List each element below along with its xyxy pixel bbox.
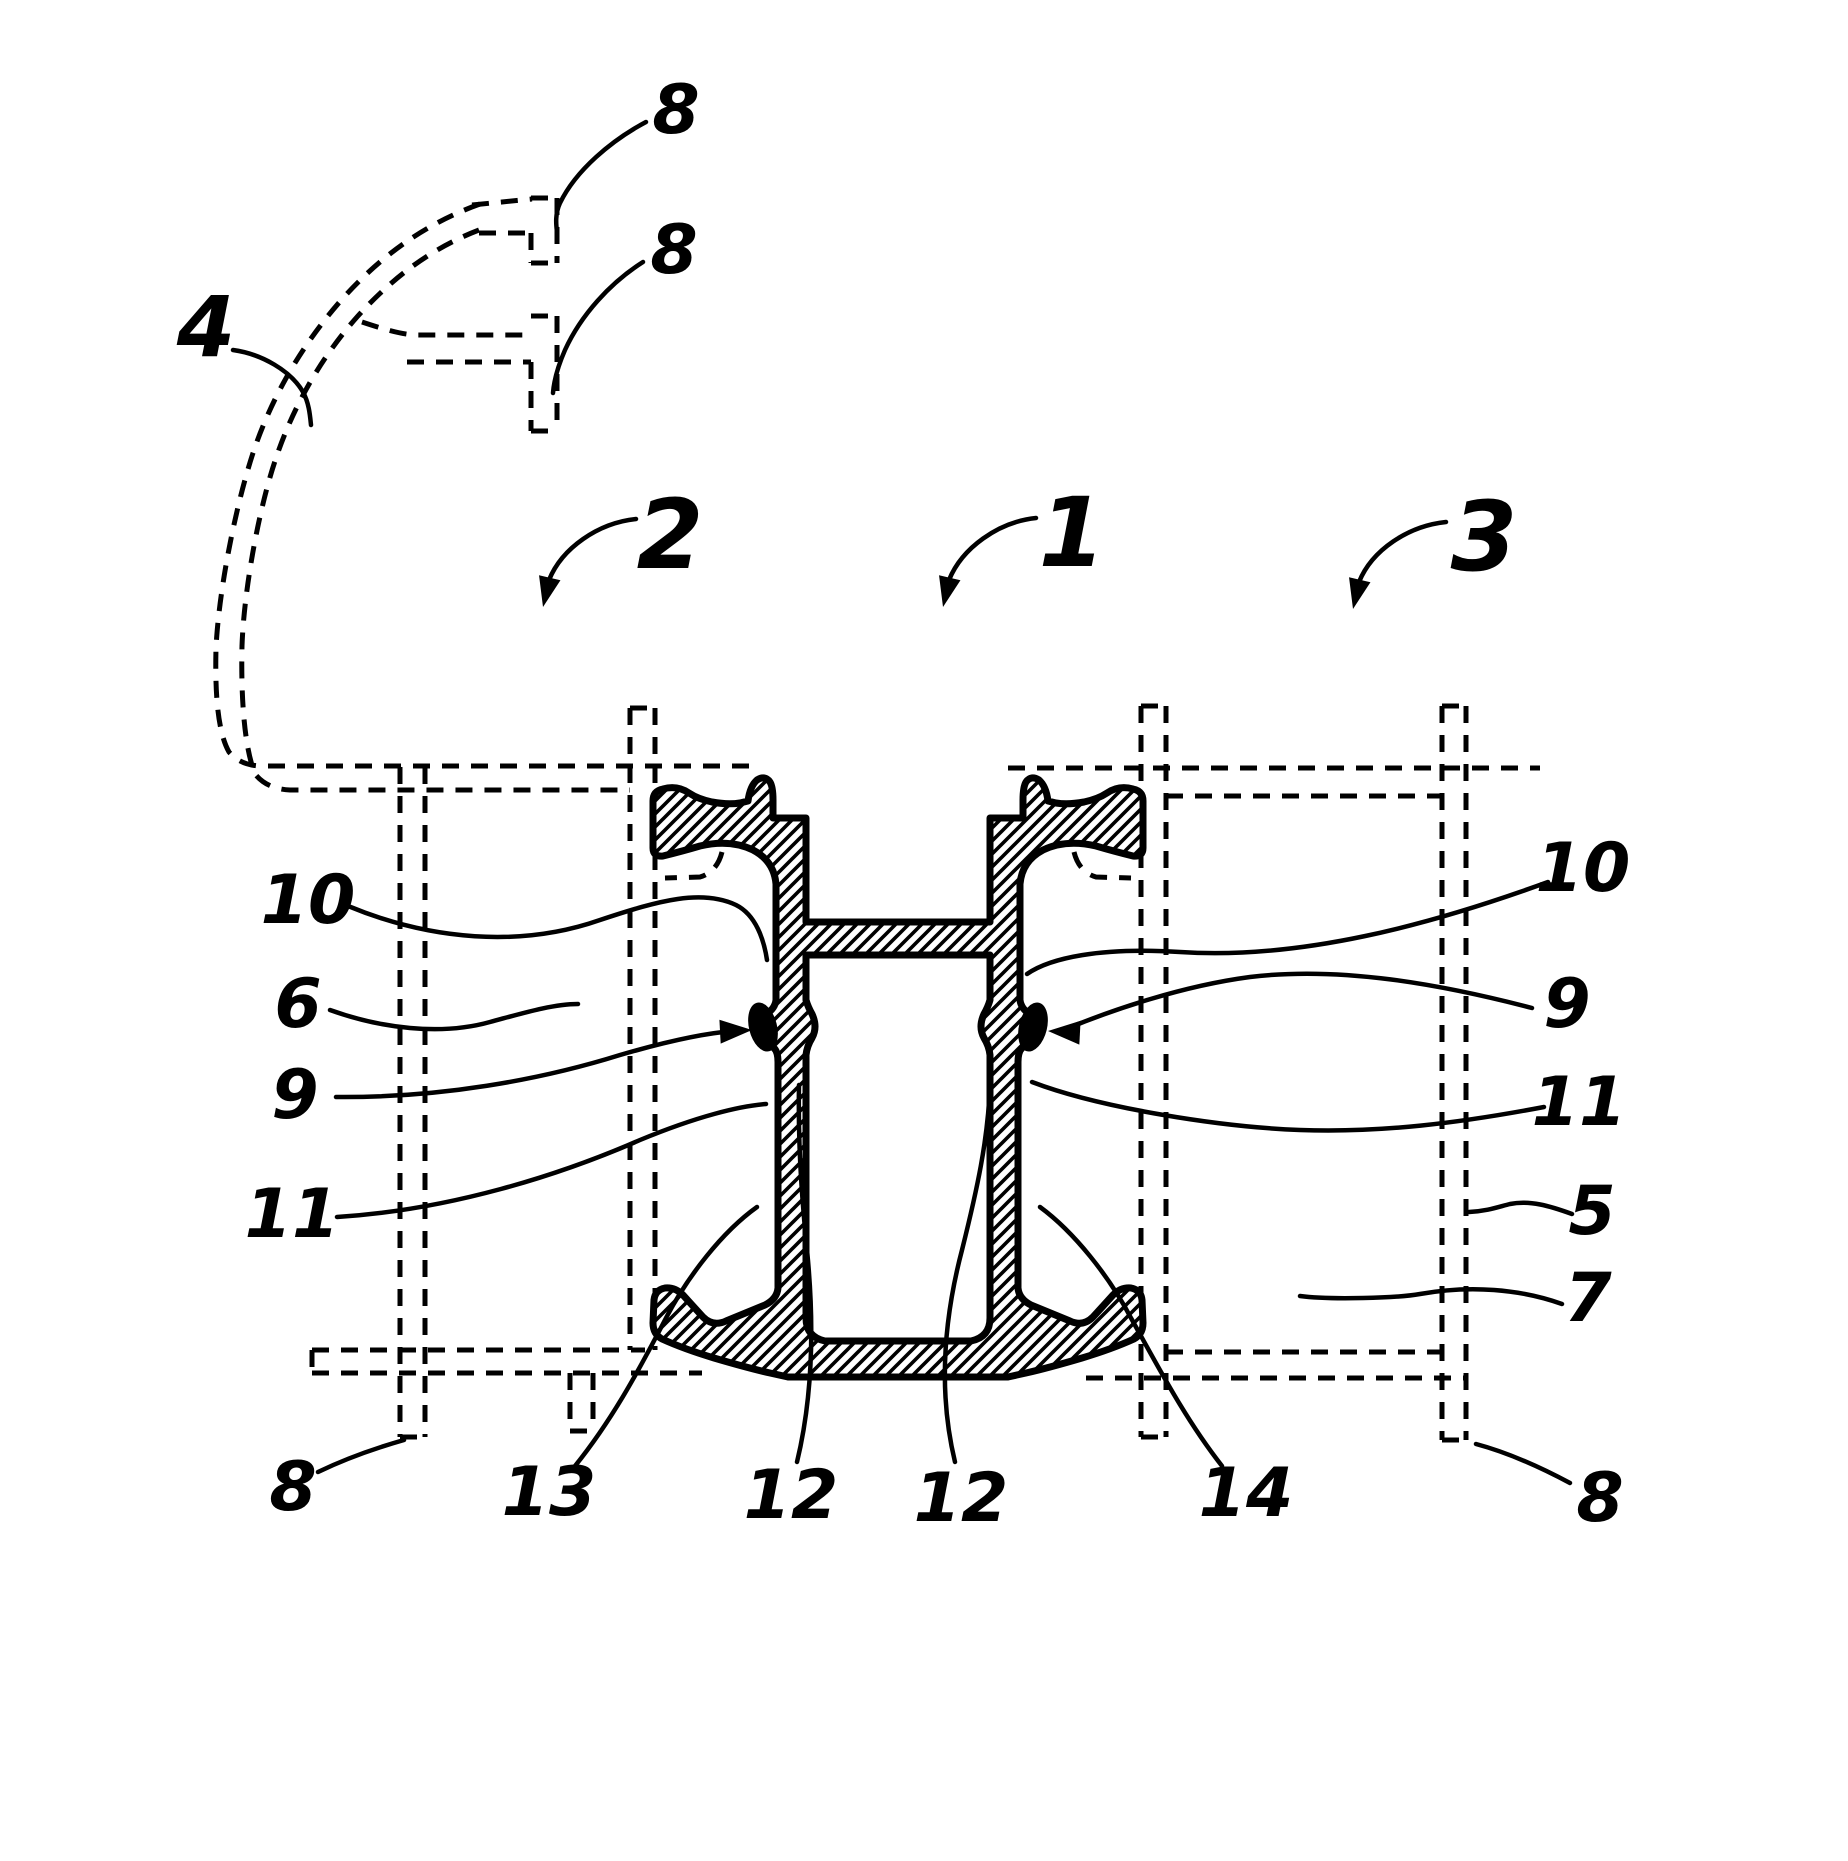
ref-label-3: 3 xyxy=(1451,481,1518,593)
ref-label-9-left: 9 xyxy=(271,1056,318,1135)
arrowhead-9-right xyxy=(1048,1020,1081,1045)
arrowhead-1 xyxy=(939,575,961,607)
seal-lip-left xyxy=(664,851,725,881)
ref-label-6: 6 xyxy=(274,965,321,1044)
ref-label-8-bottom-left: 8 xyxy=(269,1448,316,1527)
arrow-tail-1 xyxy=(946,515,1039,583)
leader-10-left xyxy=(345,895,770,963)
ref-label-11-left: 11 xyxy=(245,1175,340,1254)
ref-label-12-right: 12 xyxy=(914,1459,1009,1538)
reference-labels: 8 8 4 2 1 3 10 10 6 9 9 11 11 5 7 8 13 1… xyxy=(176,71,1631,1538)
right-frame-top xyxy=(1008,765,1540,799)
leader-7 xyxy=(1297,1287,1565,1307)
arrowhead-9-left xyxy=(719,1019,752,1044)
ref-label-14: 14 xyxy=(1199,1454,1294,1533)
leader-6 xyxy=(327,1001,581,1032)
ref-label-7: 7 xyxy=(1564,1259,1612,1338)
leader-13 xyxy=(572,1204,760,1469)
left-frame-left-wall xyxy=(397,767,428,1440)
arrow-tail-2 xyxy=(546,516,639,583)
bead-arm2 xyxy=(361,319,531,365)
ref-label-13: 13 xyxy=(502,1453,597,1532)
right-frame-bottom xyxy=(1086,1349,1466,1381)
ref-label-8-bottom-right: 8 xyxy=(1576,1459,1623,1538)
ref-label-8-top2: 8 xyxy=(650,211,697,290)
ref-label-10-left: 10 xyxy=(261,861,356,940)
bead-hook1 xyxy=(528,195,560,266)
leader-9-right xyxy=(1063,971,1535,1032)
ref-label-9-right: 9 xyxy=(1543,965,1590,1044)
leader-11-left xyxy=(334,1101,769,1220)
bead-arm1 xyxy=(471,196,533,236)
arrow-tail-3 xyxy=(1356,519,1449,585)
leader-8-top1 xyxy=(553,119,649,235)
pinch-seal-left xyxy=(748,1002,778,1052)
leader-10-right xyxy=(1024,879,1551,977)
leader-lines xyxy=(230,119,1575,1486)
arrowheads xyxy=(539,575,1371,1045)
seal-lip-right xyxy=(1071,851,1132,881)
ref-label-12-left: 12 xyxy=(744,1456,839,1535)
leader-8-bottom-right xyxy=(1473,1441,1573,1486)
bead-hook2 xyxy=(528,313,560,434)
ref-label-8-top1: 8 xyxy=(652,71,699,150)
bead-inner-arc xyxy=(239,227,630,793)
leader-14 xyxy=(1037,1204,1225,1469)
connector-body-mask xyxy=(653,777,1143,1377)
ref-label-4: 4 xyxy=(176,278,235,376)
leader-8-bottom-left xyxy=(315,1437,407,1475)
ref-label-5: 5 xyxy=(1568,1172,1615,1251)
left-frame-bottom-tab xyxy=(567,1373,596,1434)
right-frame-right-wall xyxy=(1439,703,1469,1443)
connector-profile xyxy=(649,774,1147,1381)
arrowhead-3 xyxy=(1349,577,1371,609)
left-frame-top-tab xyxy=(627,705,658,1350)
arrowhead-2 xyxy=(539,575,561,607)
leader-4 xyxy=(230,347,314,428)
phantom-profiles xyxy=(213,195,1540,1443)
ref-label-10-right: 10 xyxy=(1536,829,1631,908)
ref-label-11-right: 11 xyxy=(1532,1063,1627,1142)
leader-5 xyxy=(1466,1200,1575,1217)
ref-label-2: 2 xyxy=(637,479,704,591)
leader-12-right xyxy=(942,1082,993,1465)
leader-9-left xyxy=(333,1028,737,1100)
ref-label-1: 1 xyxy=(1039,477,1106,589)
pinch-seal-right xyxy=(1018,1002,1048,1052)
leader-12-left xyxy=(794,1082,814,1465)
leader-8-top2 xyxy=(550,259,646,396)
connector-body xyxy=(649,774,1147,1381)
bead-outer-arc xyxy=(213,201,750,769)
leader-11-right xyxy=(1029,1079,1547,1133)
